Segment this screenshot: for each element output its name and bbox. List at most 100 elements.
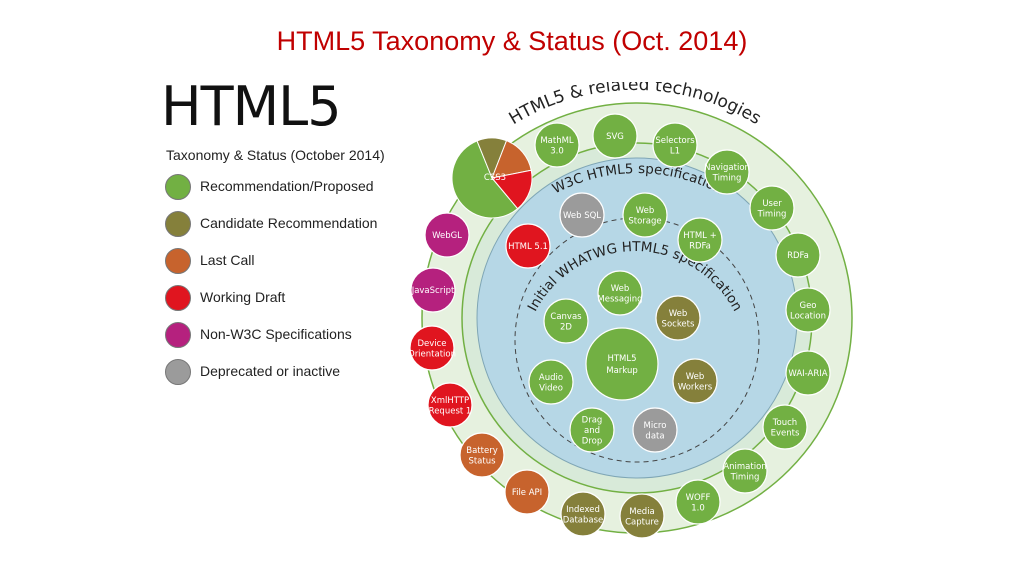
legend-swatch <box>165 211 191 237</box>
css3-label: CSS3 <box>484 173 506 183</box>
spec-bubble-circle <box>559 192 605 238</box>
spec-bubble-circle <box>543 298 589 344</box>
spec-bubble-circle <box>424 212 470 258</box>
spec-bubble-webgl: WebGL <box>424 212 470 258</box>
spec-bubble-label: MathML <box>540 136 574 146</box>
spec-bubble-label: JavaScript <box>411 286 455 296</box>
spec-bubble-label: Micro <box>644 421 667 431</box>
spec-bubble-label: Orientation <box>408 349 456 359</box>
taxonomy-subtitle: Taxonomy & Status (October 2014) <box>166 147 385 163</box>
spec-bubble-file-api: File API <box>504 469 550 515</box>
spec-bubble-label: WAI-ARIA <box>788 369 827 379</box>
spec-bubble-circle <box>409 325 455 371</box>
spec-bubble-circle <box>704 149 750 195</box>
legend-label: Working Draft <box>200 289 286 305</box>
spec-bubble-circle <box>619 493 665 539</box>
spec-bubble-label: Events <box>771 428 800 438</box>
spec-bubble-label: SVG <box>606 132 624 142</box>
spec-bubble-label: Storage <box>628 216 661 226</box>
spec-bubble-label: data <box>645 431 664 441</box>
spec-bubble-circle <box>672 358 718 404</box>
spec-bubble-label: WOFF <box>686 493 711 503</box>
spec-bubble-circle <box>427 382 473 428</box>
spec-bubble-label: Touch <box>772 418 797 428</box>
spec-bubble-label: User <box>762 199 782 209</box>
spec-bubble-html51: HTML 5.1 <box>505 223 551 269</box>
spec-bubble-label: Audio <box>539 373 563 383</box>
spec-bubble-label: Markup <box>606 366 637 376</box>
spec-bubble-label: Timing <box>712 173 742 183</box>
spec-bubble-label: Workers <box>678 382 713 392</box>
spec-bubble-label: HTML5 <box>607 354 636 364</box>
spec-bubble-label: XmlHTTP <box>431 396 469 406</box>
css3-pie <box>451 137 533 219</box>
spec-bubble-label: Location <box>790 311 826 321</box>
spec-bubble-label: Messaging <box>597 294 642 304</box>
spec-bubble-circle <box>410 267 456 313</box>
spec-bubble-label: Drag <box>582 416 603 426</box>
css3-pie-slice <box>491 169 533 210</box>
spec-bubble-label: Video <box>539 383 563 393</box>
spec-bubble-label: Selectors <box>655 136 695 146</box>
spec-bubble-label: Media <box>629 507 655 517</box>
legend-label: Deprecated or inactive <box>200 363 341 379</box>
spec-bubble-label: Web <box>669 309 688 319</box>
spec-bubble-label: WebGL <box>432 231 462 241</box>
spec-bubble-circle <box>655 295 701 341</box>
spec-bubble-circle <box>762 404 808 450</box>
legend-swatch <box>165 248 191 274</box>
spec-bubble-label: Animation <box>723 462 766 472</box>
spec-bubble-circle <box>785 350 831 396</box>
spec-bubble-label: Canvas <box>550 312 582 322</box>
spec-bubble-label: 3.0 <box>550 146 564 156</box>
spec-bubble-wai-aria: WAI-ARIA <box>785 350 831 396</box>
spec-bubble-circle <box>585 327 659 401</box>
spec-bubble-circle <box>597 270 643 316</box>
html5-taxonomy-diagram: HTML5 & related technologies W3C HTML5 s… <box>408 82 853 539</box>
spec-bubble-circle <box>528 359 574 405</box>
css3-pie-slice <box>451 140 519 219</box>
spec-bubble-label: RDFa <box>689 241 711 251</box>
spec-bubble-label: Timing <box>730 472 760 482</box>
spec-bubble-label: L1 <box>670 146 680 156</box>
spec-bubble-label: Web SQL <box>563 211 601 221</box>
spec-bubble-web-sql: Web SQL <box>559 192 605 238</box>
spec-bubble-circle <box>632 407 678 453</box>
spec-bubble-circle <box>534 122 580 168</box>
spec-bubble-label: Web <box>686 372 705 382</box>
spec-bubble-label: Web <box>636 206 655 216</box>
legend-swatch <box>165 359 191 385</box>
legend-label: Recommendation/Proposed <box>200 178 374 194</box>
spec-bubble-label: Drop <box>582 437 602 447</box>
spec-bubble-circle <box>722 448 768 494</box>
spec-bubble-circle <box>785 287 831 333</box>
spec-bubble-label: Timing <box>757 209 787 219</box>
spec-bubble-label: Battery <box>466 446 497 456</box>
spec-bubble-rdfa: RDFa <box>775 232 821 278</box>
spec-bubble-html-rdfa: HTML +RDFa <box>677 217 723 263</box>
spec-bubble-circle <box>775 232 821 278</box>
spec-bubble-svg: SVG <box>592 113 638 159</box>
spec-bubble-label: Device <box>417 339 446 349</box>
spec-bubble-circle <box>504 469 550 515</box>
spec-bubble-circle <box>622 192 668 238</box>
slide-title: HTML5 Taxonomy & Status (Oct. 2014) <box>276 26 748 56</box>
spec-bubble-label: Sockets <box>662 319 695 329</box>
html5-logo-text: HTML5 <box>161 75 342 138</box>
